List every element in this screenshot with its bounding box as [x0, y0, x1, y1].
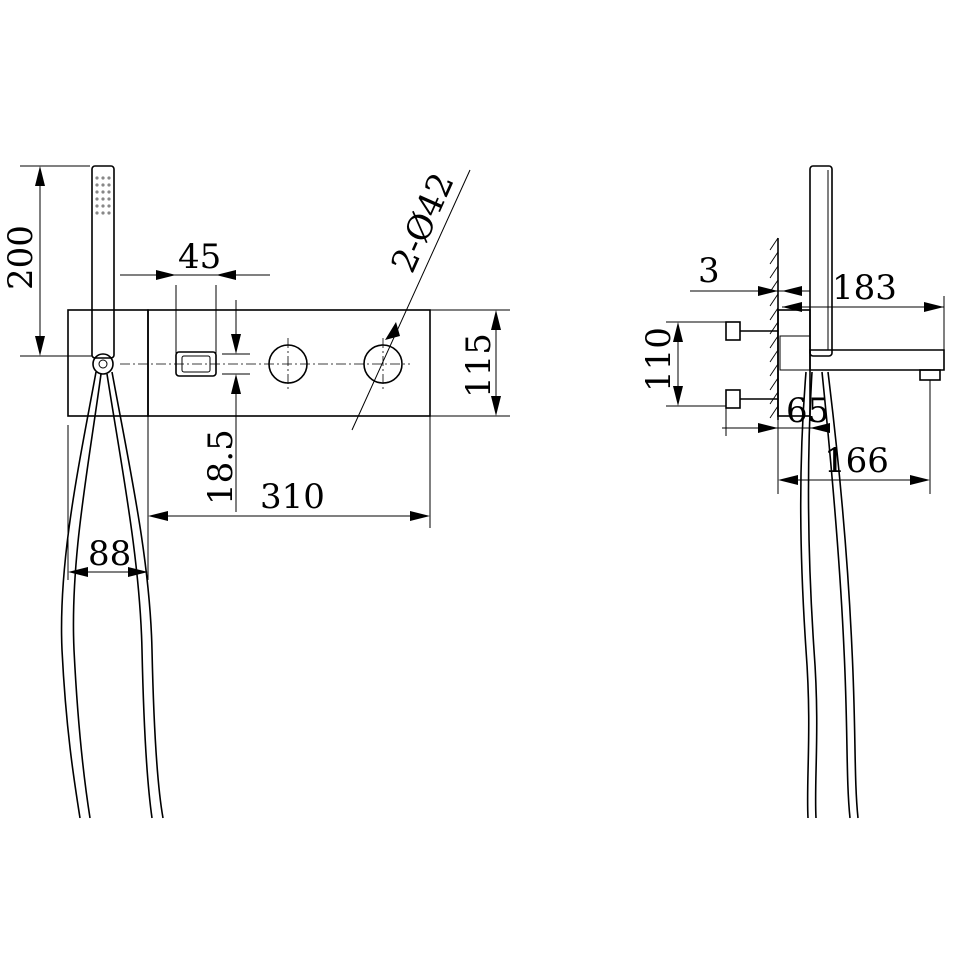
hand-shower-side — [809, 165, 833, 357]
dim-body-height: 110 — [639, 327, 679, 392]
dim-handle-center-offset: 18.5 — [201, 429, 241, 505]
dim-holder-width: 88 — [88, 534, 131, 574]
shower-hose-side — [799, 371, 810, 819]
mixer-plate — [147, 309, 431, 417]
spout — [809, 349, 945, 371]
holder-block — [67, 309, 149, 417]
dim-spout-projection: 183 — [832, 268, 897, 308]
dim-hole-spec: 2-Ø42 — [384, 167, 463, 279]
wall-hatching — [769, 237, 779, 419]
dim-plate-height: 115 — [459, 333, 499, 398]
dim-handle-offset: 45 — [178, 237, 221, 277]
side-view: 3 183 110 65 166 — [639, 165, 945, 819]
dim-wall-gap: 3 — [698, 251, 720, 291]
front-view: 200 45 18.5 2-Ø42 115 310 — [1, 165, 510, 819]
dim-spout-reach: 166 — [824, 441, 889, 481]
spray-face-icon — [95, 176, 111, 215]
dim-handset-height: 200 — [1, 225, 41, 290]
shower-hose — [60, 371, 97, 819]
valve-body-top — [725, 321, 741, 341]
dim-plate-length: 310 — [260, 477, 325, 517]
dim-body-depth: 65 — [786, 391, 829, 431]
valve-body-bottom — [725, 389, 741, 409]
hand-shower — [91, 165, 115, 375]
